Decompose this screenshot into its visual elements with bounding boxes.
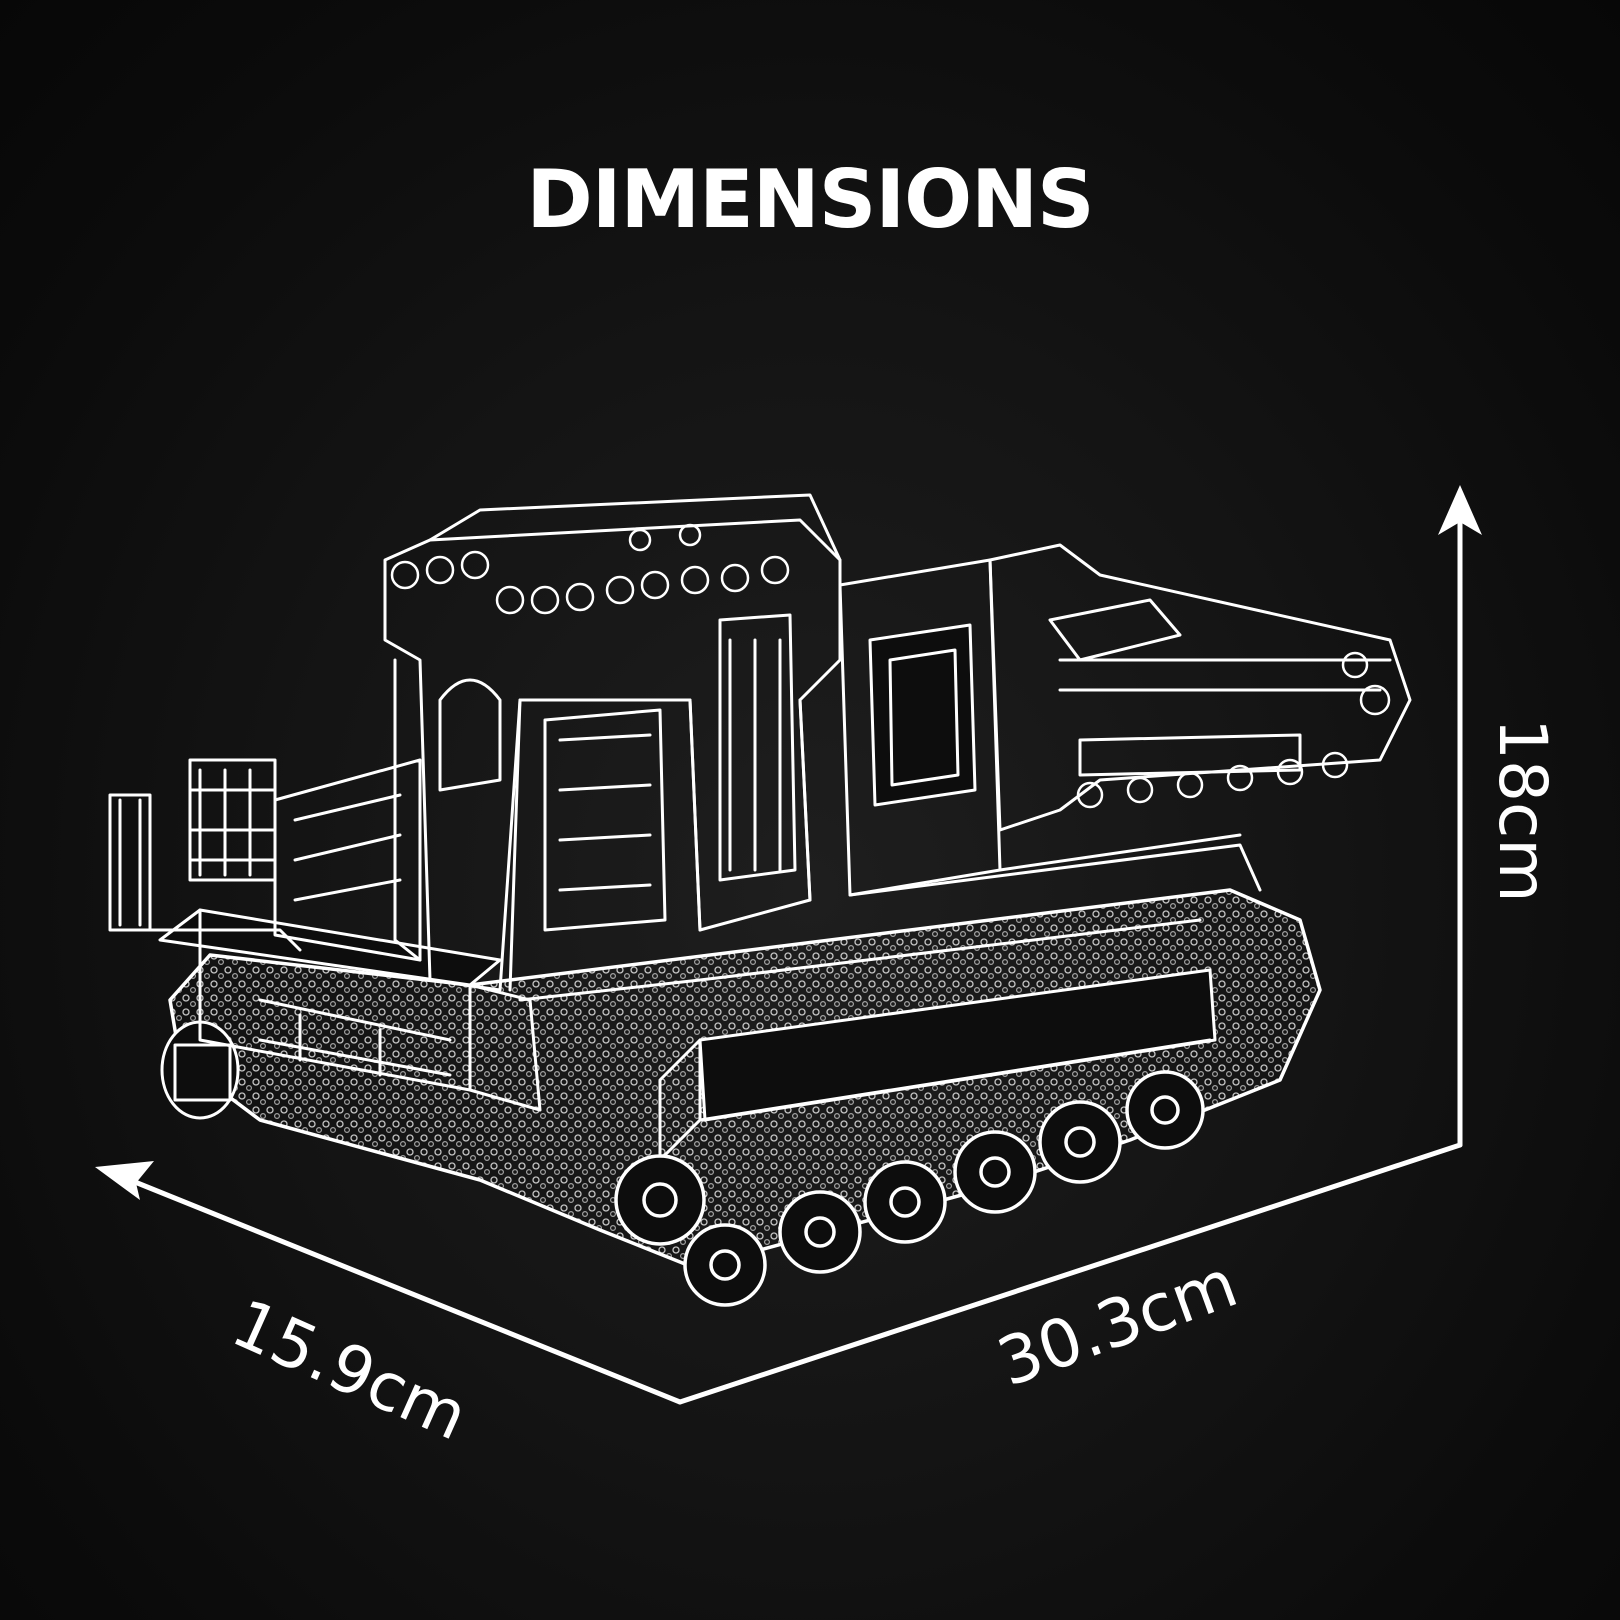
arrow-heads (95, 485, 1482, 1200)
height-dimension-label: 18cm (1484, 718, 1561, 903)
depth-dimension-line (127, 1177, 683, 1405)
roof-detail (390, 523, 790, 615)
road-wheels (614, 1070, 1205, 1307)
page-title: DIMENSIONS (526, 153, 1094, 246)
crawler-truck-line-drawing (108, 493, 1412, 1307)
width-dimension-line (677, 1142, 1463, 1405)
arrow-left-icon (95, 1161, 154, 1200)
dimension-lines (127, 517, 1463, 1405)
arrow-up-icon (1438, 485, 1482, 535)
